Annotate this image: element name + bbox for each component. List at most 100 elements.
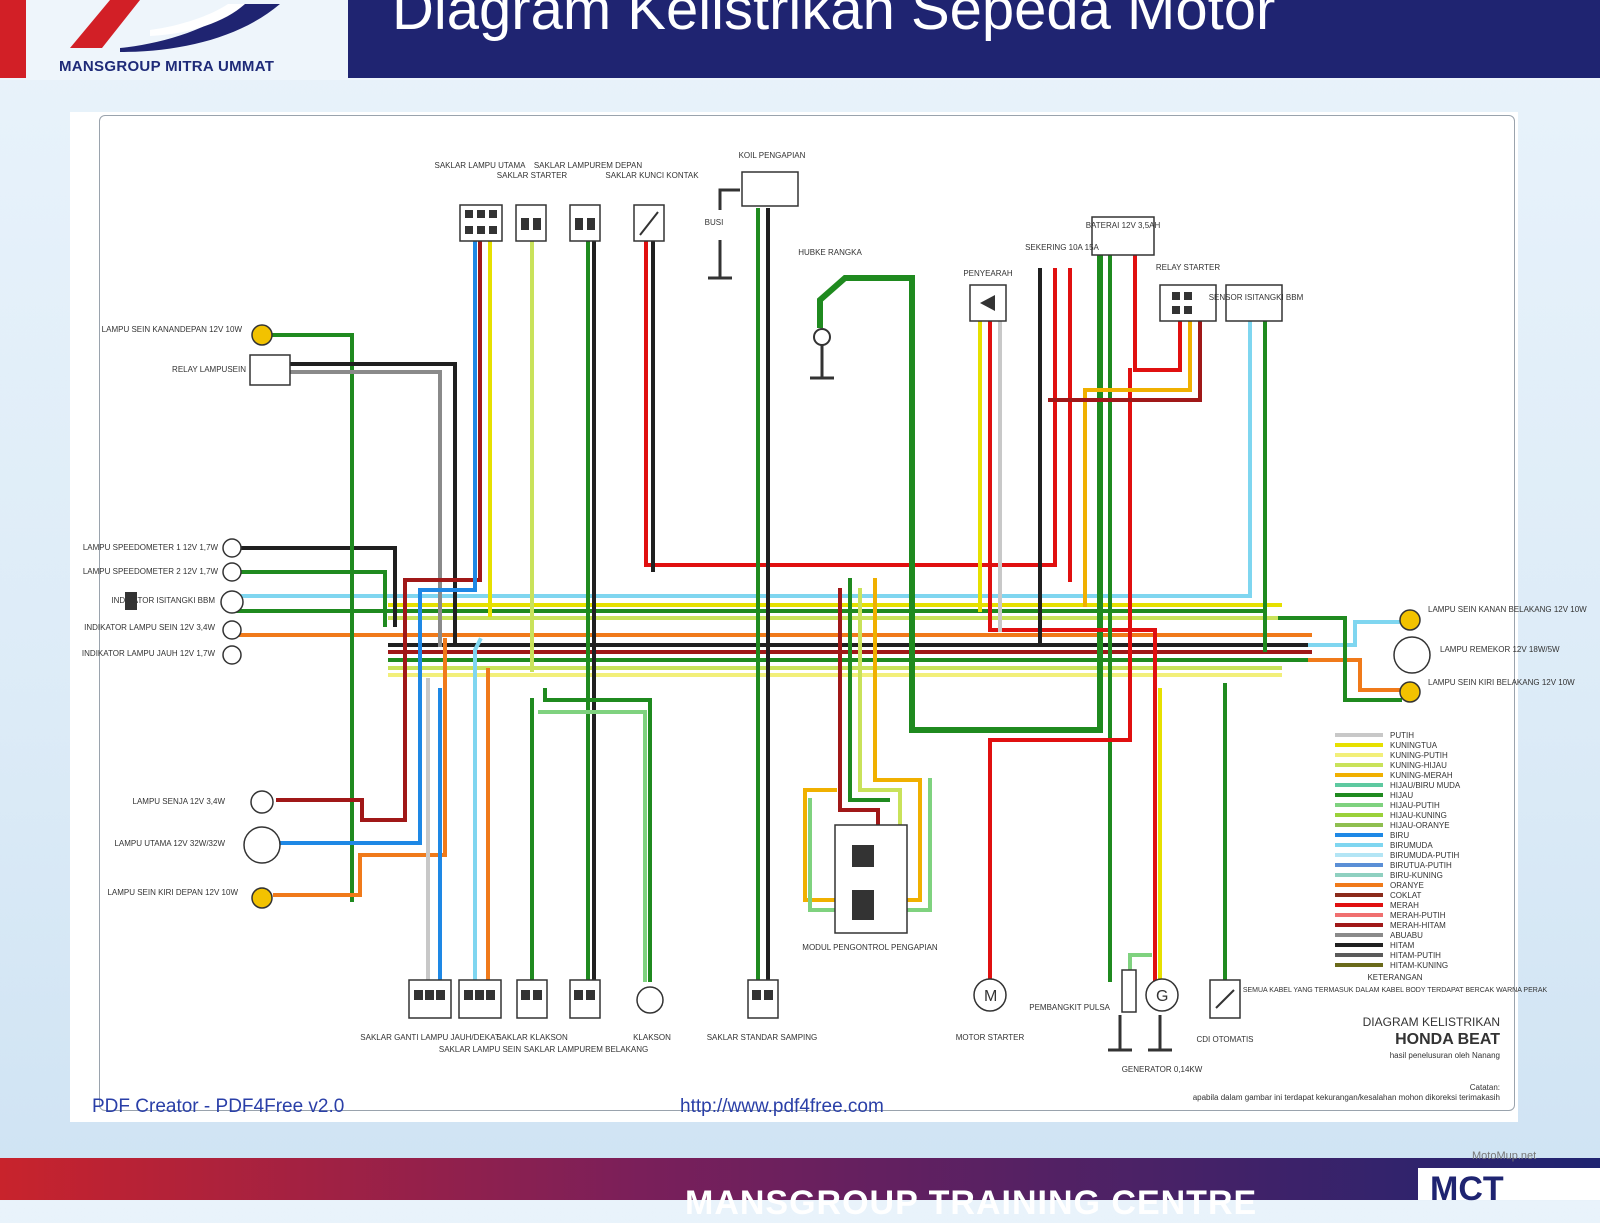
legend-label: BIRU [1390, 831, 1409, 840]
relay-sein-box [249, 354, 291, 386]
note-text: apabila dalam gambar ini terdapat kekura… [1193, 1093, 1500, 1102]
baterai-box [1091, 216, 1155, 256]
legend-label: COKLAT [1390, 891, 1422, 900]
motor-starter-icon [973, 978, 1007, 1012]
diagram-border [99, 115, 1515, 1111]
wire-blue [276, 588, 477, 845]
wire-relay-orange [1083, 298, 1192, 607]
lamp-rem-ekor-icon [1393, 636, 1431, 674]
lamp-speedo-1-icon [222, 538, 242, 558]
legend-label: HIJAU/BIRU MUDA [1390, 781, 1461, 790]
color-legend: PUTIHKUNINGTUAKUNING-PUTIHKUNING-HIJAUKU… [1335, 731, 1461, 970]
diagram-credit: hasil penelusuran oleh Nanang [1390, 1051, 1500, 1060]
relay-starter-box [1159, 284, 1217, 322]
wire-relay-darkred [1048, 298, 1202, 402]
label-saklar-klakson: SAKLAR KLAKSON [496, 1033, 568, 1042]
legend-note: SEMUA KABEL YANG TERMASUK DALAM KABEL BO… [1243, 987, 1548, 994]
label-motor-starter: MOTOR STARTER [956, 1033, 1025, 1042]
legend-label: HITAM-PUTIH [1390, 951, 1441, 960]
lamp-sein-kanan-depan-icon [251, 324, 273, 346]
fuel-pump-icon [125, 592, 137, 610]
label-saklar-starter: SAKLAR STARTER [497, 171, 568, 180]
label-saklar-kunci-kontak: SAKLAR KUNCI KONTAK [605, 171, 699, 180]
label-cdi-otomatis: CDI OTOMATIS [1196, 1035, 1253, 1044]
label-saklar-standar: SAKLAR STANDAR SAMPING [707, 1033, 818, 1042]
legend-label: HITAM-KUNING [1390, 961, 1448, 970]
label-indikator-jauh: INDIKATOR LAMPU JAUH 12V 1,7W [82, 649, 216, 658]
label-rem-ekor: LAMPU REMEKOR 12V 18W/5W [1440, 645, 1560, 654]
label-sensor-bbm: SENSOR ISITANGKI BBM [1209, 293, 1304, 302]
logo-red-stripe [0, 0, 26, 78]
title-bar [348, 0, 1600, 78]
pdf4free-link[interactable]: http://www.pdf4free.com [680, 1096, 884, 1117]
koil-box [741, 171, 799, 207]
legend-label: KUNING-HIJAU [1390, 761, 1447, 770]
wire-rear-orange [1308, 658, 1402, 692]
legend-label: HIJAU-PUTIH [1390, 801, 1440, 810]
legend-label: HITAM [1390, 941, 1415, 950]
logo-mark-icon [70, 0, 280, 52]
saklar-starter-box [515, 204, 547, 242]
label-speedo-2: LAMPU SPEEDOMETER 2 12V 1,7W [83, 567, 219, 576]
indikator-jauh-icon [222, 645, 242, 665]
wire-kontak-red [644, 238, 1057, 567]
label-sein-kiri-depan: LAMPU SEIN KIRI DEPAN 12V 10W [107, 888, 238, 897]
wire-modul-4 [803, 578, 922, 902]
training-centre-text: MANSGROUP TRAINING CENTRE [685, 1184, 1258, 1222]
wire-batt-red [1133, 253, 1182, 372]
legend-label: ORANYE [1390, 881, 1424, 890]
legend-label: MERAH [1390, 901, 1419, 910]
logo-text: MANSGROUP MITRA UMMAT [59, 58, 275, 75]
lamp-utama-icon [243, 826, 281, 864]
ground-icon [810, 345, 834, 380]
kontak-switch-icon [639, 211, 659, 236]
lamp-senja-icon [250, 790, 274, 814]
wire-relay-black [288, 362, 457, 647]
watermark: MotoMup.net [1472, 1150, 1537, 1162]
wire-rear-lb [1308, 620, 1402, 647]
wire-lb-2 [473, 637, 483, 982]
wire-rear-green [1278, 616, 1402, 702]
label-generator: GENERATOR 0,14KW [1122, 1065, 1203, 1074]
generator-icon [1145, 978, 1179, 1012]
label-baterai: BATERAI 12V 3,5AH [1086, 221, 1161, 230]
note-title: Catatan: [1470, 1083, 1500, 1092]
pembangkit-box [1121, 969, 1137, 1013]
legend-label: HIJAU-KUNING [1390, 811, 1447, 820]
wire-regulator-red [988, 318, 1157, 982]
lamp-sein-kiri-depan-icon [251, 887, 273, 909]
page-title: Diagram Kelistrikan Sepeda Motor [392, 0, 1276, 42]
label-sein-kanan-belakang: LAMPU SEIN KANAN BELAKANG 12V 10W [1428, 605, 1587, 614]
mct-logo-text: MCT [1430, 1170, 1504, 1208]
indikator-bbm-icon [220, 590, 244, 614]
label-relay-starter: RELAY STARTER [1156, 263, 1221, 272]
legend-label: HIJAU-ORANYE [1390, 821, 1450, 830]
legend-label: KUNINGTUA [1390, 741, 1438, 750]
lamp-sein-kanan-belakang-icon [1399, 609, 1421, 631]
label-saklar-sein: SAKLAR LAMPU SEIN [439, 1045, 521, 1054]
label-relay-sein: RELAY LAMPUSEIN [172, 365, 246, 374]
label-penyearah: PENYEARAH [963, 269, 1013, 278]
legend-title: KETERANGAN [1367, 973, 1422, 982]
pulsa-ground-icon [1108, 1015, 1132, 1052]
indikator-sein-icon [222, 620, 242, 640]
legend-label: MERAH-PUTIH [1390, 911, 1446, 920]
wire-relay-grey [288, 370, 442, 647]
label-speedo-1: LAMPU SPEEDOMETER 1 12V 1,7W [83, 543, 219, 552]
wire-left-orange [273, 638, 447, 897]
legend-label: ABUABU [1390, 931, 1423, 940]
wire-speedo-1 [228, 546, 397, 627]
label-saklar-lampu-utama: SAKLAR LAMPU UTAMA [435, 161, 527, 170]
wire-left-darkred [276, 238, 482, 822]
label-sein-kiri-belakang: LAMPU SEIN KIRI BELAKANG 12V 10W [1428, 678, 1575, 687]
lamp-sein-kiri-belakang-icon [1399, 681, 1421, 703]
wire-ground [817, 252, 1103, 733]
bottom-bar [0, 1158, 1600, 1200]
mct-logo [1418, 1168, 1600, 1200]
busi-icon [708, 240, 732, 280]
busi-cable-icon [718, 188, 740, 210]
legend-label: MERAH-HITAM [1390, 921, 1446, 930]
label-busi: BUSI [705, 218, 724, 227]
legend-label: PUTIH [1390, 731, 1414, 740]
